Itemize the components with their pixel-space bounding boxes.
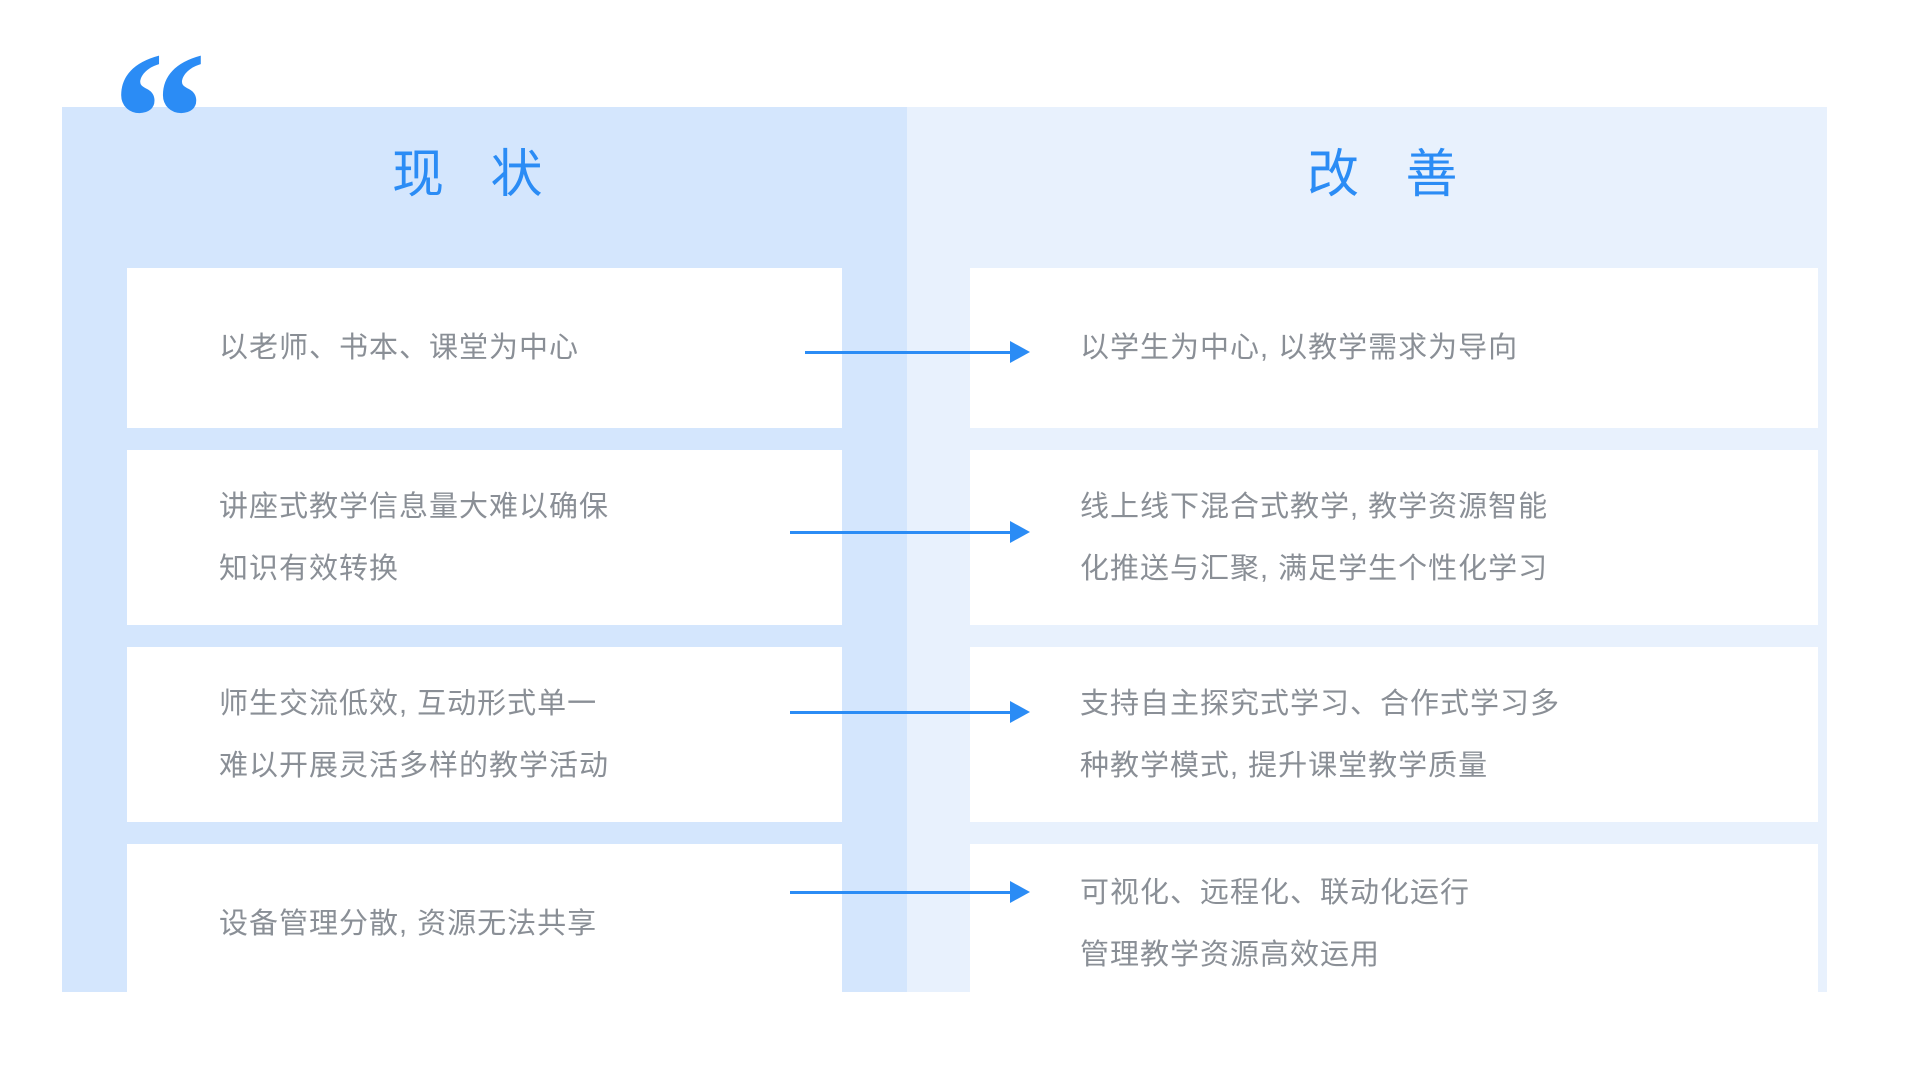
column-title-improved: 改 善: [1307, 146, 1474, 204]
list-item-text: 可视化、远程化、联动化运行 管理教学资源高效运用: [1080, 877, 1471, 971]
list-item[interactable]: 以老师、书本、课堂为中心: [127, 268, 842, 428]
quote-open-icon: “: [112, 14, 207, 224]
arrow-shaft: [790, 890, 1011, 894]
list-item-text: 以老师、书本、课堂为中心: [219, 332, 580, 364]
list-item-text: 支持自主探究式学习、合作式学习多 种教学模式, 提升课堂教学质量: [1080, 687, 1561, 782]
list-item[interactable]: 支持自主探究式学习、合作式学习多 种教学模式, 提升课堂教学质量: [970, 647, 1818, 822]
list-item-text: 师生交流低效, 互动形式单一 难以开展灵活多样的教学活动: [219, 687, 610, 782]
list-item[interactable]: 以学生为中心, 以教学需求为导向: [970, 268, 1818, 428]
arrow-head: [1010, 521, 1030, 543]
arrow-head: [1010, 341, 1030, 363]
list-item[interactable]: 设备管理分散, 资源无法共享: [127, 844, 842, 1004]
arrow-head: [1010, 701, 1030, 723]
list-item-text: 线上线下混合式教学, 教学资源智能 化推送与汇聚, 满足学生个性化学习: [1080, 490, 1549, 585]
arrow-right-icon: [805, 341, 1030, 363]
arrow-shaft: [790, 710, 1011, 714]
arrow-shaft: [790, 530, 1011, 534]
arrow-shaft: [805, 350, 1011, 354]
arrow-right-icon: [790, 701, 1030, 723]
list-item-text: 讲座式教学信息量大难以确保 知识有效转换: [219, 490, 610, 585]
list-item[interactable]: 师生交流低效, 互动形式单一 难以开展灵活多样的教学活动: [127, 647, 842, 822]
list-item[interactable]: 可视化、远程化、联动化运行 管理教学资源高效运用: [970, 844, 1818, 1004]
current-state-card-list: 以老师、书本、课堂为中心 讲座式教学信息量大难以确保 知识有效转换 师生交流低效…: [127, 268, 842, 1026]
arrow-right-icon: [790, 881, 1030, 903]
arrow-head: [1010, 881, 1030, 903]
list-item[interactable]: 讲座式教学信息量大难以确保 知识有效转换: [127, 450, 842, 625]
arrow-right-icon: [790, 521, 1030, 543]
improved-state-card-list: 以学生为中心, 以教学需求为导向 线上线下混合式教学, 教学资源智能 化推送与汇…: [970, 268, 1818, 1026]
list-item[interactable]: 线上线下混合式教学, 教学资源智能 化推送与汇聚, 满足学生个性化学习: [970, 450, 1818, 625]
column-title-current: 现 状: [392, 146, 559, 204]
list-item-text: 设备管理分散, 资源无法共享: [219, 908, 598, 940]
list-item-text: 以学生为中心, 以教学需求为导向: [1080, 332, 1519, 364]
